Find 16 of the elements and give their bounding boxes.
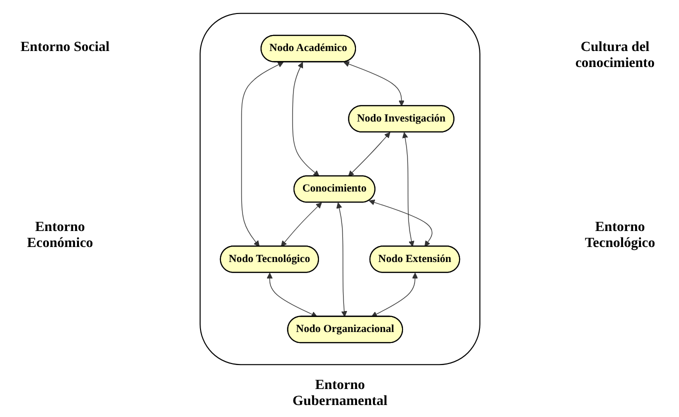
arrow — [368, 200, 432, 247]
cluster — [200, 12, 480, 366]
environment-label: Cultura del conocimiento — [574, 40, 656, 72]
arrow — [348, 132, 390, 176]
arrow — [292, 62, 320, 176]
environment-label: Entorno Económico — [26, 220, 94, 252]
arrow — [241, 62, 284, 247]
arrow — [402, 132, 414, 247]
environment-label: Entorno Gubernamental — [292, 378, 388, 410]
arrow — [336, 202, 348, 317]
arrow — [371, 272, 418, 317]
arrow — [280, 202, 322, 247]
environment-label: Entorno Social — [19, 40, 111, 56]
arrow — [266, 272, 318, 318]
environment-label: Entorno Tecnológico — [584, 220, 656, 252]
arrow — [343, 61, 404, 106]
